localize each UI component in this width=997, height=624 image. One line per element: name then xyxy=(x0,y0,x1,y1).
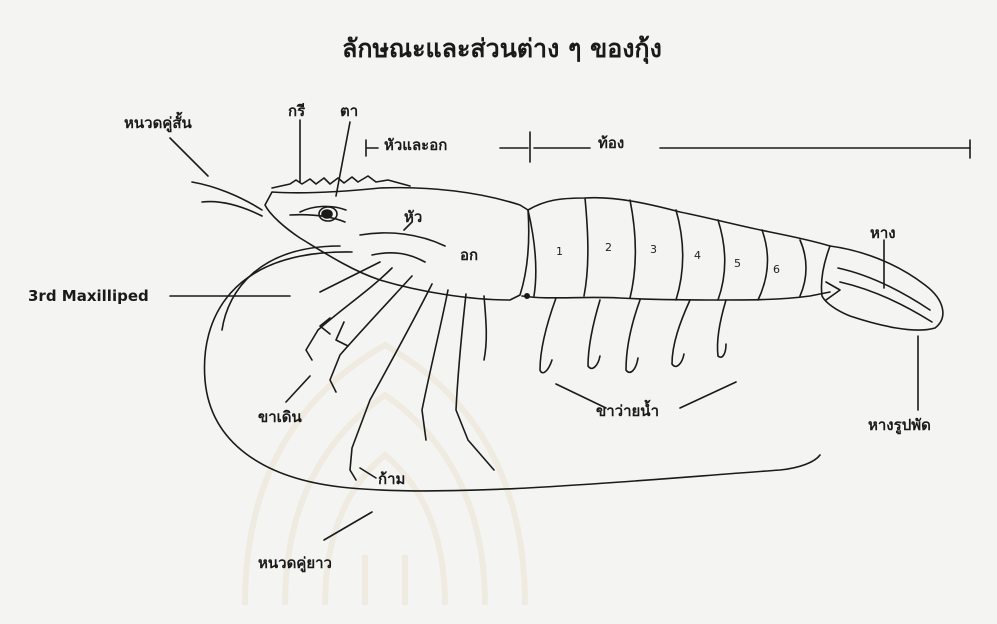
segment-number: 6 xyxy=(773,264,780,275)
label-short-antenna: หนวดคู่สั้น xyxy=(124,116,192,131)
segment-number: 1 xyxy=(556,246,563,257)
leader-long-antenna xyxy=(324,512,372,540)
leader-walking-legs xyxy=(286,376,310,402)
short-antenna-line xyxy=(192,182,262,210)
label-head: หัว xyxy=(404,210,422,225)
label-abdomen: ท้อง xyxy=(598,136,624,151)
diagram-title: ลักษณะและส่วนต่าง ๆ ของกุ้ง xyxy=(342,36,662,61)
label-rostrum: กรี xyxy=(288,104,305,119)
leader-short-antenna xyxy=(170,138,208,176)
body-dot-marker xyxy=(524,293,530,299)
long-antenna-line xyxy=(204,252,820,491)
label-telson-fan: หางรูปพัด xyxy=(868,418,931,433)
leader-swimmerets-2 xyxy=(680,382,736,408)
label-head-thorax: หัวและอก xyxy=(384,138,447,153)
label-eye: ตา xyxy=(340,104,358,119)
leader-claw xyxy=(360,468,376,478)
label-claw: ก้าม xyxy=(378,472,405,487)
eye-dot xyxy=(322,210,332,218)
label-long-antenna: หนวดคู่ยาว xyxy=(258,556,332,571)
label-tail: หาง xyxy=(870,226,896,241)
leader-eye xyxy=(336,122,350,196)
label-walking-legs: ขาเดิน xyxy=(258,410,302,425)
segment-number: 4 xyxy=(694,250,701,261)
label-swimmerets: ขาว่ายน้ำ xyxy=(596,404,659,419)
carapace-outline xyxy=(265,188,529,300)
segment-number: 5 xyxy=(734,258,741,269)
segment-number: 2 xyxy=(605,242,612,253)
rostrum-shape xyxy=(272,176,410,188)
segment-number: 3 xyxy=(650,244,657,255)
label-thorax: อก xyxy=(460,248,478,263)
label-maxilliped: 3rd Maxilliped xyxy=(28,289,149,304)
